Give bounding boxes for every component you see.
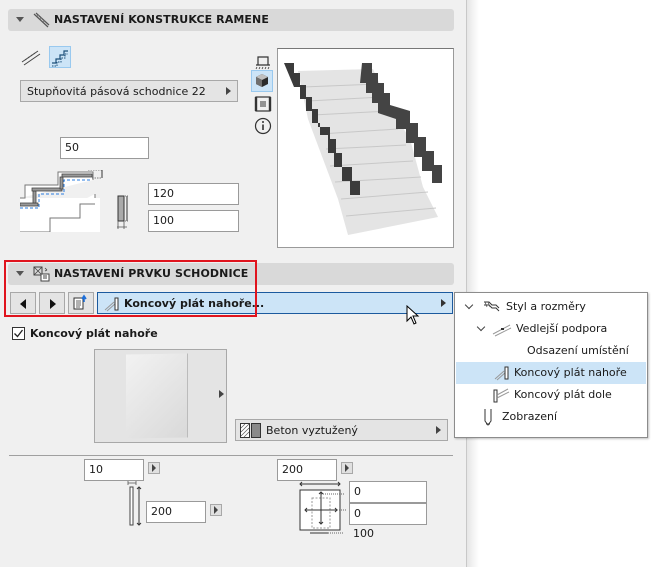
stringer-offset-field[interactable]: 50 (60, 137, 149, 159)
stair-element-settings-icon (33, 266, 50, 282)
stringer-profile-dropdown[interactable]: Stupňovitá pásová schodnice 22 (20, 80, 238, 102)
plate-offset-x-field[interactable]: 0 (349, 481, 427, 503)
stair-3d-image (284, 63, 442, 235)
info-button[interactable] (252, 115, 274, 137)
plate-height-field[interactable]: 200 (146, 501, 206, 523)
side-support-icon (492, 324, 512, 337)
stringer-section-icon (117, 195, 129, 229)
divider (9, 455, 453, 456)
arrow-right-icon (214, 506, 218, 514)
section-header-stringer-element[interactable]: NASTAVENÍ PRVKU SCHODNICE (8, 263, 454, 285)
menu-item-label: Vedlejší podpora (516, 322, 608, 335)
tree-view-icon (73, 294, 87, 310)
menu-item-label: Koncový plát nahoře (514, 366, 627, 379)
stringer-width-field[interactable]: 100 (148, 210, 239, 232)
arrow-right-icon (152, 464, 156, 472)
plate-offset-diagram (299, 481, 346, 534)
stepped-stringer-icon (52, 50, 68, 67)
current-node-label: Koncový plát nahoře... (124, 297, 265, 310)
menu-item-side-support[interactable]: Vedlejší podpora (456, 318, 646, 340)
end-plate-top-icon (494, 366, 509, 381)
material-fill-icon (240, 423, 261, 438)
chevron-down-icon[interactable] (464, 300, 474, 310)
plate-bottom-dimension-label: 100 (353, 527, 374, 540)
flat-stringer-icon (21, 50, 41, 66)
menu-item-label: Odsazení umístění (527, 344, 629, 357)
end-plate-preview-image (126, 353, 188, 439)
stair-style-icon (484, 301, 500, 312)
element-node-selector[interactable]: Koncový plát nahoře... (97, 292, 453, 314)
menu-item-label: Styl a rozměry (506, 300, 586, 313)
3d-view-icon (256, 74, 268, 87)
menu-item-style-dimensions[interactable]: Styl a rozměry (456, 296, 646, 318)
tree-view-button[interactable] (68, 292, 94, 314)
plate-width-value: 200 (282, 463, 303, 476)
arrow-left-icon (20, 299, 26, 309)
stair-3d-preview (277, 48, 454, 248)
menu-item-end-plate-top[interactable]: Koncový plát nahoře (456, 362, 646, 384)
end-plate-top-label: Koncový plát nahoře (30, 327, 158, 340)
section-view-icon (254, 96, 272, 112)
preview-arrow-icon (219, 390, 224, 398)
submenu-arrow-icon (441, 299, 446, 307)
dropdown-arrow-icon (226, 87, 231, 95)
menu-item-label: Koncový plát dole (514, 388, 612, 401)
collapse-triangle-icon[interactable] (16, 17, 24, 22)
plate-height-value: 200 (151, 505, 172, 518)
flat-stringer-button[interactable] (20, 46, 42, 68)
end-plate-top-icon (104, 297, 119, 312)
menu-item-display[interactable]: Zobrazení (456, 406, 646, 428)
plate-offset-x-value: 0 (354, 485, 361, 498)
plate-width-field[interactable]: 200 (277, 459, 337, 481)
stringer-offset-value: 50 (65, 141, 79, 154)
stringer-height-field[interactable]: 120 (148, 183, 239, 205)
stringer-width-value: 100 (153, 214, 174, 227)
stringer-height-value: 120 (153, 187, 174, 200)
end-plate-preview-button[interactable] (94, 349, 227, 443)
stringer-profile-value: Stupňovitá pásová schodnice 22 (27, 85, 206, 98)
plate-height-stepper[interactable] (210, 504, 222, 516)
plate-section-icon (127, 481, 142, 526)
settings-panel: NASTAVENÍ KONSTRUKCE RAMENE Stupňovitá p… (0, 0, 467, 567)
chevron-down-icon[interactable] (476, 322, 486, 332)
section-title: NASTAVENÍ KONSTRUKCE RAMENE (54, 13, 269, 26)
dropdown-arrow-icon (436, 426, 441, 434)
highlight-outline (4, 260, 257, 317)
checkmark-icon (14, 329, 24, 338)
end-plate-bottom-icon (493, 388, 510, 403)
menu-item-label: Zobrazení (502, 410, 558, 423)
arrow-right-icon (345, 464, 349, 472)
plate-offset-y-value: 0 (354, 507, 361, 520)
info-icon (254, 117, 272, 135)
menu-item-placement-offset[interactable]: Odsazení umístění (456, 340, 646, 362)
section-header-stair-structure[interactable]: NASTAVENÍ KONSTRUKCE RAMENE (8, 9, 454, 31)
mouse-cursor-icon (406, 305, 420, 325)
floor-plan-view-button[interactable] (252, 52, 274, 74)
material-dropdown[interactable]: Beton vyztužený (235, 419, 448, 441)
display-icon (484, 409, 492, 426)
3d-view-button[interactable] (251, 70, 273, 92)
material-value: Beton vyztužený (266, 424, 358, 437)
next-button[interactable] (39, 292, 65, 314)
menu-item-end-plate-bottom[interactable]: Koncový plát dole (456, 384, 646, 406)
previous-button[interactable] (10, 292, 36, 314)
plate-width-stepper[interactable] (341, 462, 353, 474)
stepped-stringer-button[interactable] (49, 46, 71, 68)
plate-offset-y-field[interactable]: 0 (349, 503, 427, 525)
element-tree-menu[interactable]: Styl a rozměry Vedlejší podpora Odsazení… (454, 292, 648, 438)
end-plate-top-checkbox[interactable] (12, 327, 25, 340)
floor-plan-icon (255, 56, 270, 70)
section-view-button[interactable] (252, 93, 274, 115)
plate-thickness-field[interactable]: 10 (84, 459, 144, 481)
arrow-right-icon (50, 299, 56, 309)
stepped-stringer-diagram (20, 170, 103, 232)
plate-thickness-stepper[interactable] (148, 462, 160, 474)
plate-thickness-value: 10 (89, 463, 103, 476)
panel-shadow (467, 0, 479, 567)
section-title: NASTAVENÍ PRVKU SCHODNICE (54, 267, 249, 280)
stair-structure-icon (33, 12, 50, 28)
collapse-triangle-icon[interactable] (16, 271, 24, 276)
